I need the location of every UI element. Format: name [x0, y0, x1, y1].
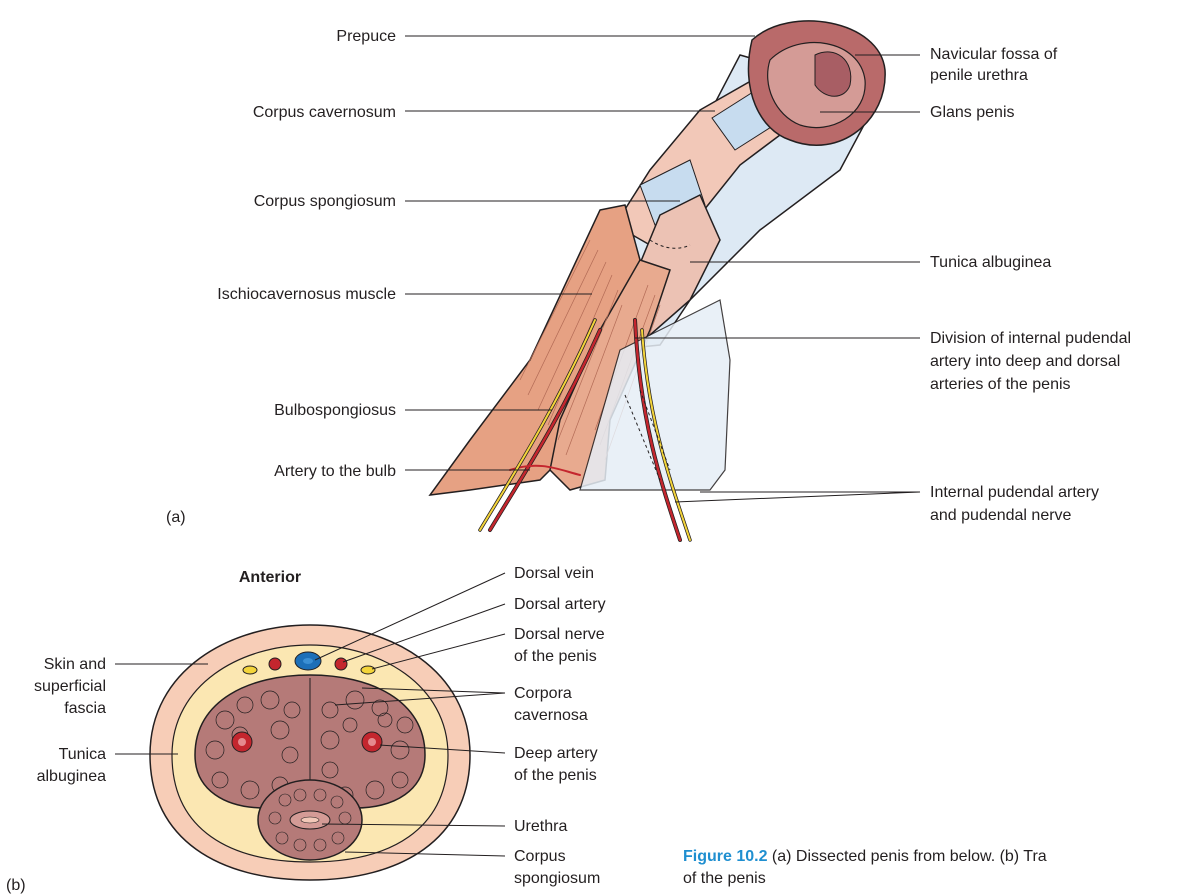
label-anterior: Anterior [239, 569, 301, 586]
label-ischiocavernosus: Ischiocavernosus muscle [217, 286, 396, 303]
dorsal-artery-left [269, 658, 281, 670]
dorsal-nerve-left [243, 666, 257, 674]
label-corpus-spongiosum: Corpus spongiosum [254, 193, 396, 210]
figure-number: Figure 10.2 [683, 848, 768, 865]
label-division-line1: Division of internal pudendal [930, 330, 1131, 347]
dorsal-nerve-right [361, 666, 375, 674]
label-navicular-fossa-line1: Navicular fossa of [930, 46, 1058, 63]
label-internal-pudendal-line1: Internal pudendal artery [930, 484, 1099, 501]
dorsal-artery-right [335, 658, 347, 670]
label-navicular-fossa-line2: penile urethra [930, 67, 1028, 84]
label-spongiosum-line1: Corpus [514, 848, 566, 865]
label-prepuce: Prepuce [336, 28, 396, 45]
label-division-line3: arteries of the penis [930, 376, 1071, 393]
label-tunica-b-line2: albuginea [37, 768, 107, 785]
figure-caption-line2: of the penis [683, 870, 766, 887]
label-corpora-line2: cavernosa [514, 707, 588, 724]
label-bulbospongiosus: Bulbospongiosus [274, 402, 396, 419]
label-spongiosum-line2: spongiosum [514, 870, 600, 887]
dissected-penis-illustration [430, 21, 885, 540]
cross-section-illustration [150, 625, 470, 880]
label-skin-line2: superficial [34, 678, 106, 695]
label-dorsal-nerve-line1: Dorsal nerve [514, 626, 605, 643]
label-tunica-b-line1: Tunica [59, 746, 107, 763]
label-dorsal-artery: Dorsal artery [514, 596, 606, 613]
panel-letter-a: (a) [166, 509, 186, 526]
label-skin-line3: fascia [64, 700, 106, 717]
label-corpus-cavernosum: Corpus cavernosum [253, 104, 396, 121]
label-corpora-line1: Corpora [514, 685, 572, 702]
label-artery-to-bulb: Artery to the bulb [274, 463, 396, 480]
figure-caption-text: (a) Dissected penis from below. (b) Tra [767, 848, 1046, 865]
label-division-line2: artery into deep and dorsal [930, 353, 1120, 370]
label-deep-artery-line1: Deep artery [514, 745, 598, 762]
label-deep-artery-line2: of the penis [514, 767, 597, 784]
label-skin-line1: Skin and [44, 656, 106, 673]
figure-caption-line1: Figure 10.2 (a) Dissected penis from bel… [683, 848, 1047, 865]
label-internal-pudendal-line2: and pudendal nerve [930, 507, 1072, 524]
label-dorsal-vein: Dorsal vein [514, 565, 594, 582]
label-dorsal-nerve-line2: of the penis [514, 648, 597, 665]
label-tunica-albuginea-a: Tunica albuginea [930, 254, 1051, 271]
label-urethra: Urethra [514, 818, 567, 835]
label-glans-penis: Glans penis [930, 104, 1015, 121]
panel-letter-b: (b) [6, 877, 26, 894]
